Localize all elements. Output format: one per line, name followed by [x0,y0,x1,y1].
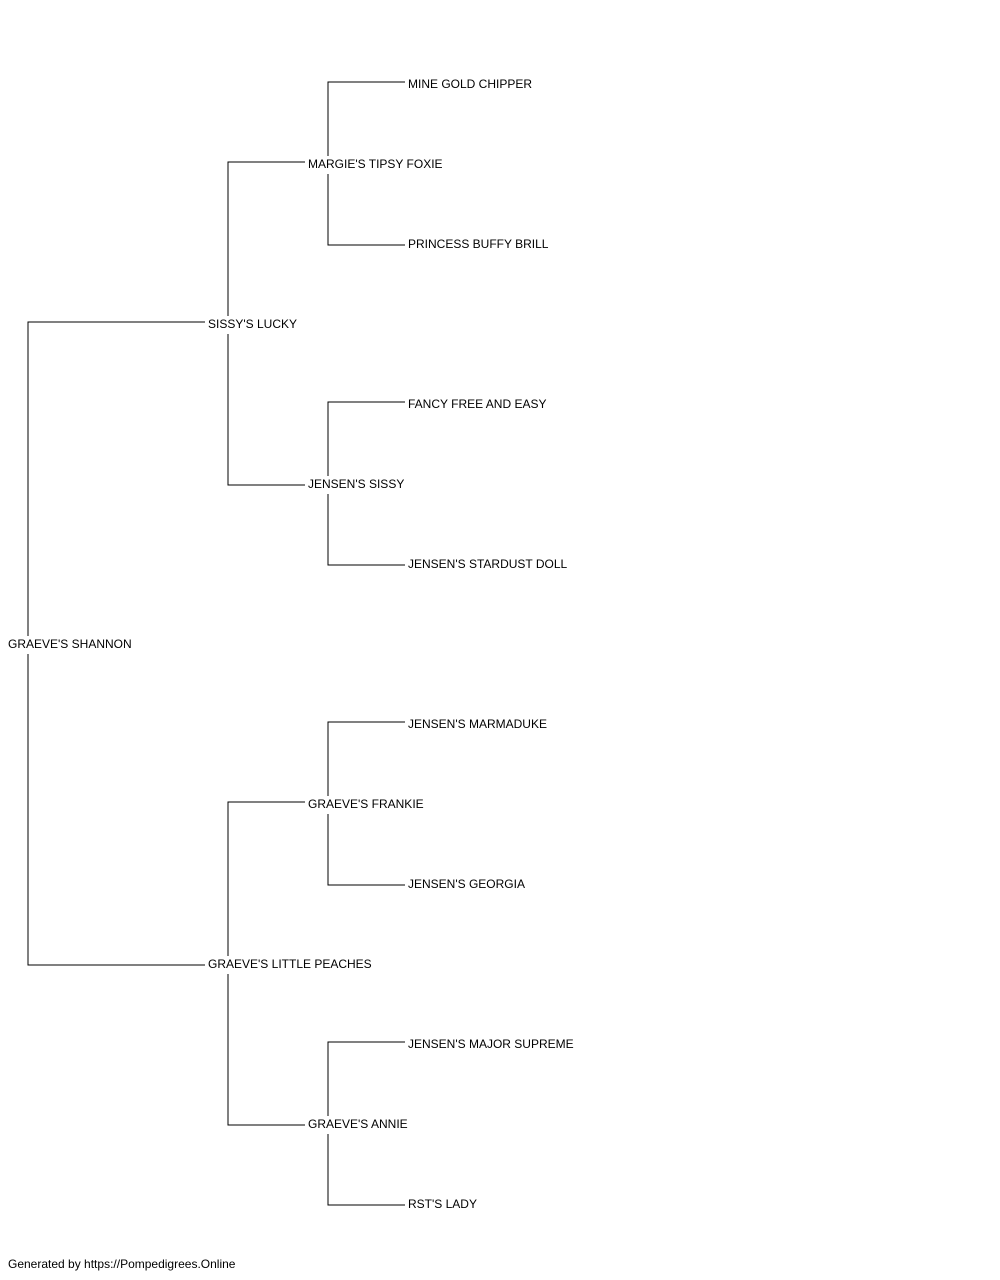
connector-dam-dam-sire [327,1041,405,1116]
generated-by-footer: Generated by https://Pompedigrees.Online [8,1257,236,1271]
connector-lines [27,81,405,1206]
dam-sire-name: GRAEVE'S FRANKIE [308,797,424,811]
connector-dam-dam [227,974,305,1126]
sire-sire-name: MARGIE'S TIPSY FOXIE [308,157,443,171]
sire-dam-name: JENSEN'S SISSY [308,477,404,491]
connector-dam-sire-dam [327,814,405,886]
connector-subject-dam [27,654,205,966]
node-labels: GRAEVE'S SHANNON SISSY'S LUCKY GRAEVE'S … [8,77,574,1211]
connector-sire-dam [227,334,305,486]
sire-sire-sire-name: MINE GOLD CHIPPER [408,77,532,91]
sire-sire-dam-name: PRINCESS BUFFY BRILL [408,237,549,251]
dam-sire-dam-name: JENSEN'S GEORGIA [408,877,525,891]
connector-dam-dam-dam [327,1134,405,1206]
connector-sire-dam-sire [327,401,405,476]
connector-sire-sire [227,161,305,316]
connector-dam-sire-sire [327,721,405,796]
dam-dam-name: GRAEVE'S ANNIE [308,1117,408,1131]
connector-subject-sire [27,321,205,636]
dam-dam-dam-name: RST'S LADY [408,1197,477,1211]
connector-sire-sire-sire [327,81,405,156]
sire-name: SISSY'S LUCKY [208,317,297,331]
dam-name: GRAEVE'S LITTLE PEACHES [208,957,372,971]
dam-sire-sire-name: JENSEN'S MARMADUKE [408,717,547,731]
subject-name: GRAEVE'S SHANNON [8,637,132,651]
connector-sire-sire-dam [327,174,405,246]
connector-dam-sire [227,801,305,956]
sire-dam-dam-name: JENSEN'S STARDUST DOLL [408,557,568,571]
dam-dam-sire-name: JENSEN'S MAJOR SUPREME [408,1037,574,1051]
connector-sire-dam-dam [327,494,405,566]
sire-dam-sire-name: FANCY FREE AND EASY [408,397,547,411]
